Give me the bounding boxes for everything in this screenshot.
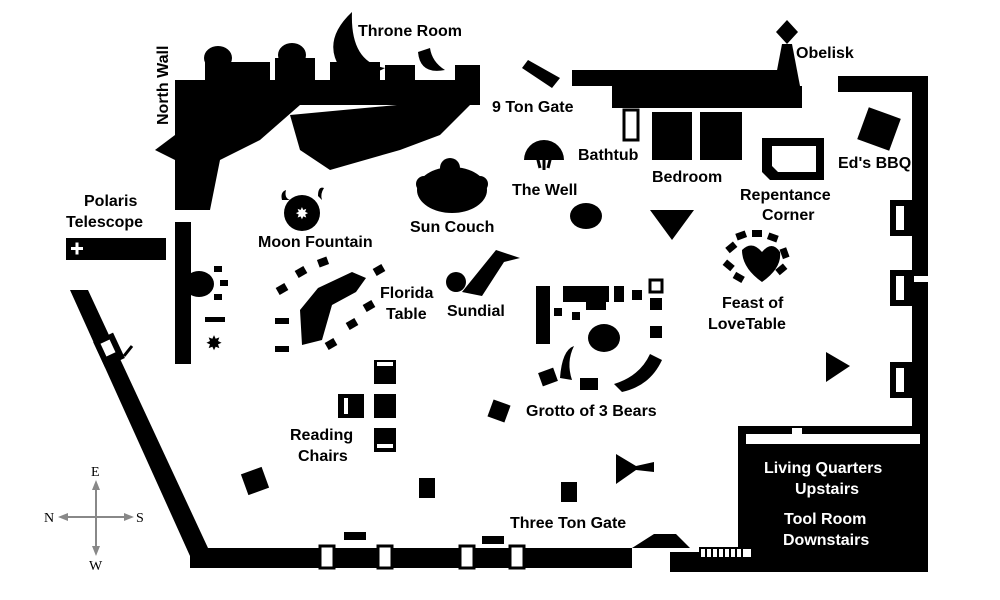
- svg-text:✸: ✸: [295, 204, 308, 223]
- repentance-corner-label-2: Corner: [762, 207, 814, 224]
- staircase: [670, 547, 753, 572]
- feast-of-love-table-label-2: LoveTable: [708, 316, 786, 333]
- polaris-telescope-label-1: Polaris: [84, 193, 137, 210]
- living-quarters-label-1: Living Quarters: [764, 460, 882, 477]
- moon-throne-icon: [333, 12, 385, 75]
- small-round-table: [184, 266, 228, 300]
- sundial: [446, 250, 520, 296]
- florida-table-label-2: Table: [386, 306, 427, 323]
- moon-fountain: ✸: [281, 187, 324, 231]
- north-wall: [155, 80, 480, 210]
- sun-couch: [416, 158, 488, 213]
- bedroom: [652, 112, 742, 160]
- north-wall-label: North Wall: [155, 46, 172, 125]
- funnel-sculpture: [650, 210, 694, 240]
- bedroom-label: Bedroom: [652, 169, 722, 186]
- throne-room-crenellations: [204, 12, 480, 82]
- feast-of-love-table-label-1: Feast of: [722, 295, 784, 312]
- florida-table-label-1: Florida: [380, 285, 433, 302]
- star-planter-icon: ✸: [206, 331, 223, 355]
- round-table: [570, 203, 602, 229]
- sun-couch-label: Sun Couch: [410, 219, 494, 236]
- nine-ton-gate-label: 9 Ton Gate: [492, 99, 574, 116]
- block: [561, 482, 577, 502]
- obelisk-label: Obelisk: [796, 45, 854, 62]
- moon-fountain-label: Moon Fountain: [258, 234, 373, 251]
- horn-sculpture: [616, 454, 654, 484]
- south-outer-wall: [190, 532, 632, 570]
- three-ton-gate: [632, 534, 690, 548]
- reading-chairs-label-2: Chairs: [298, 448, 348, 465]
- west-outer-wall: [70, 290, 208, 556]
- living-quarters-label-2: Upstairs: [795, 481, 859, 498]
- bathtub: [622, 108, 640, 142]
- living-quarters-building: [738, 426, 928, 572]
- the-well-label: The Well: [512, 182, 578, 199]
- throne-room-label: Throne Room: [358, 23, 462, 40]
- stool: [487, 399, 511, 423]
- eds-bbq-label: Ed's BBQ: [838, 155, 911, 172]
- east-upper-wall: [572, 70, 928, 276]
- florida-table: [275, 256, 386, 352]
- reading-chairs: [338, 360, 396, 452]
- tool-room-label-2: Downstairs: [783, 532, 869, 549]
- compass-w-label: W: [89, 559, 103, 574]
- polaris-telescope: [66, 238, 166, 260]
- the-well: [524, 140, 564, 170]
- polaris-telescope-label-2: Telescope: [66, 214, 143, 231]
- grotto-of-3-bears-label: Grotto of 3 Bears: [526, 403, 657, 420]
- compass-e-label: E: [91, 465, 100, 480]
- compass-s-label: S: [136, 511, 144, 526]
- bench: [205, 317, 225, 322]
- feast-of-love-table: [722, 230, 790, 283]
- eds-bbq: [857, 107, 901, 151]
- stool: [240, 466, 270, 496]
- compass-n-label: N: [44, 511, 54, 526]
- tool-room-label-1: Tool Room: [784, 511, 866, 528]
- reading-chairs-label-1: Reading: [290, 427, 353, 444]
- nine-ton-gate: [522, 60, 560, 88]
- west-inner-wall: [175, 222, 191, 364]
- three-ton-gate-label: Three Ton Gate: [510, 515, 626, 532]
- loudspeaker: [826, 352, 850, 382]
- compass-rose-icon: [58, 480, 134, 556]
- bathtub-label: Bathtub: [578, 147, 639, 164]
- sundial-label: Sundial: [447, 303, 505, 320]
- grotto-of-3-bears: [536, 278, 664, 392]
- repentance-corner-label-1: Repentance: [740, 187, 831, 204]
- obelisk: [774, 20, 800, 86]
- repentance-corner: [762, 138, 824, 180]
- block: [419, 478, 435, 498]
